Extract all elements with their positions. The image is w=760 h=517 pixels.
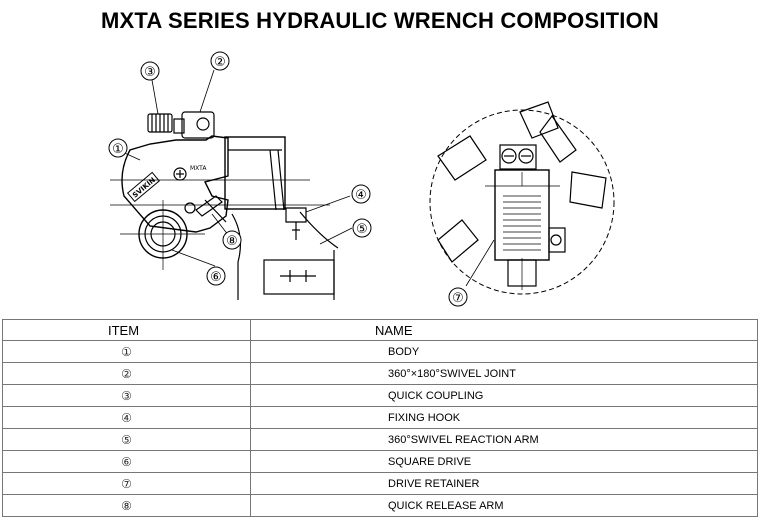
item-number: ⑥ xyxy=(2,450,251,473)
name-column-header: NAME xyxy=(250,319,758,341)
item-column-header: ITEM xyxy=(2,319,251,341)
item-number: ① xyxy=(2,340,251,363)
part-name: 360°×180°SWIVEL JOINT xyxy=(250,362,758,385)
part-name: FIXING HOOK xyxy=(250,406,758,429)
item-number: ② xyxy=(2,362,251,385)
item-number: ④ xyxy=(2,406,251,429)
callout-number: ⑥ xyxy=(210,270,222,285)
callout-circle xyxy=(108,138,128,158)
part-name: BODY xyxy=(250,340,758,363)
callout-number: ⑦ xyxy=(452,291,464,306)
callout-circle xyxy=(448,287,468,307)
callout-circle xyxy=(210,51,230,71)
side-view: SVIKIN MXTA xyxy=(110,69,353,300)
top-view xyxy=(429,101,615,295)
callout-number: ⑧ xyxy=(226,234,238,249)
part-name: QUICK COUPLING xyxy=(250,384,758,407)
model-label: MXTA xyxy=(190,165,207,172)
callout-number: ① xyxy=(112,142,124,157)
item-number: ⑤ xyxy=(2,428,251,451)
item-number: ③ xyxy=(2,384,251,407)
part-name: 360°SWIVEL REACTION ARM xyxy=(250,428,758,451)
wrench-drawing: SVIKIN MXTA xyxy=(0,40,760,315)
callout-number: ⑤ xyxy=(356,222,368,237)
item-number: ⑦ xyxy=(2,472,251,495)
callout-number: ④ xyxy=(355,188,367,203)
callout-number: ② xyxy=(214,55,226,70)
callout-circle xyxy=(352,218,372,238)
part-name: QUICK RELEASE ARM xyxy=(250,494,758,517)
part-name: SQUARE DRIVE xyxy=(250,450,758,473)
part-name: DRIVE RETAINER xyxy=(250,472,758,495)
callout-circle xyxy=(222,230,242,250)
page-title: MXTA SERIES HYDRAULIC WRENCH COMPOSITION xyxy=(100,8,659,33)
item-number: ⑧ xyxy=(2,494,251,517)
table-header-row: ITEM NAME xyxy=(2,319,758,341)
callout-circle xyxy=(351,184,371,204)
callout-circle xyxy=(206,266,226,286)
callout-circle xyxy=(140,61,160,81)
callout-number: ③ xyxy=(144,65,156,80)
callout-markers: ① ② ③ ④ ⑤ ⑥ ⑦ ⑧ xyxy=(108,51,468,307)
